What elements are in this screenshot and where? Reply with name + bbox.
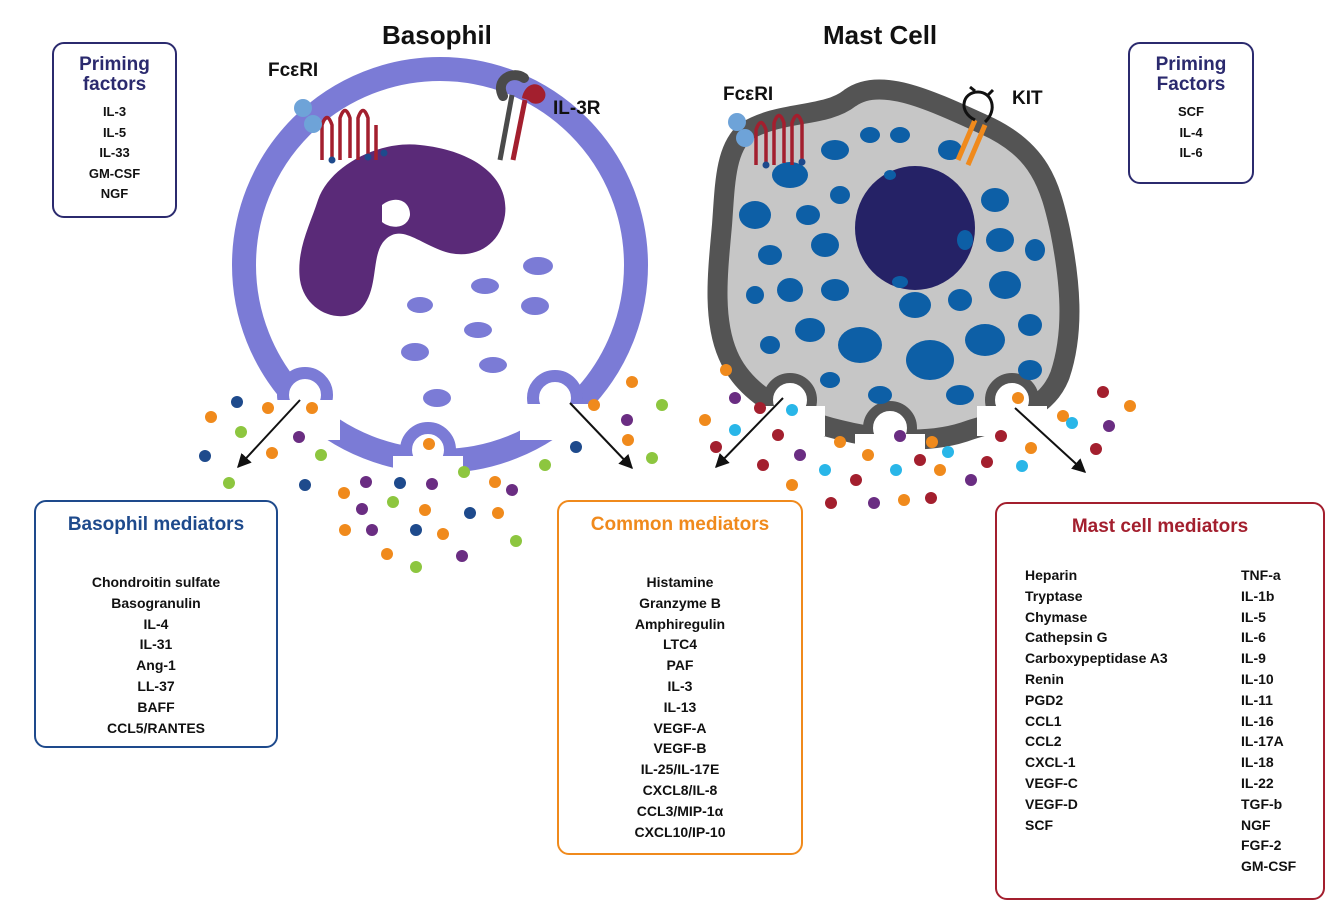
list-item: IL-4: [143, 615, 169, 632]
list-item: Chymase: [1025, 608, 1088, 625]
list-item: IL-18: [1241, 754, 1274, 771]
list-item: Cathepsin G: [1025, 629, 1108, 646]
list-item: VEGF-D: [1025, 795, 1078, 812]
list-item: Ang-1: [136, 657, 176, 674]
list-item: IL-6: [1179, 145, 1203, 160]
mast-fceri-label: FcεRI: [723, 84, 774, 105]
list-item: IL-5: [102, 124, 127, 140]
mast-cell-mediators-title: Mast cell mediators: [1071, 516, 1249, 537]
mast-nucleus: [855, 166, 975, 290]
priming-list-right: SCF IL-4 IL-6: [1130, 102, 1252, 164]
list-item: IL-16: [1241, 712, 1274, 729]
list-item: CXCL-1: [1025, 754, 1076, 771]
list-item: Granzyme B: [639, 594, 721, 611]
list-item: IL-10: [1241, 670, 1274, 687]
basophil-mediators-title: Basophil mediators: [67, 514, 245, 535]
basophil-fceri-label: FcεRI: [268, 60, 319, 81]
list-item: IL-31: [139, 636, 173, 653]
list-item: IL-4: [1179, 124, 1203, 140]
list-item: IL-22: [1241, 774, 1274, 791]
list-item: IL-9: [1241, 650, 1266, 667]
mast-cell: [707, 79, 1080, 464]
list-item: IL-3: [102, 104, 127, 119]
mast-cell-mediators-box: Mast cell mediators Heparin Tryptase Chy…: [995, 502, 1325, 900]
list-item: Renin: [1025, 670, 1064, 687]
list-item: BAFF: [137, 698, 175, 715]
common-mediators-box: Common mediators Histamine Granzyme B Am…: [557, 500, 803, 855]
priming-title-left-line2: factors: [82, 74, 147, 95]
basophil-title: Basophil: [382, 20, 492, 50]
list-item: GM-CSF: [88, 165, 141, 181]
list-item: IL-11: [1241, 691, 1273, 708]
list-item: NGF: [1241, 816, 1271, 833]
priming-list-left: IL-3 IL-5 IL-33 GM-CSF NGF: [54, 102, 175, 205]
list-item: CXCL8/IL-8: [642, 781, 718, 798]
list-item: PAF: [666, 657, 694, 674]
release-arrows: [237, 397, 1087, 473]
priming-title-right-line2: Factors: [1156, 74, 1226, 95]
list-item: Histamine: [646, 574, 714, 590]
list-item: Tryptase: [1025, 587, 1083, 604]
mast-cell-title: Mast Cell: [823, 20, 938, 50]
basophil-nucleus: [299, 144, 506, 317]
basophil-fceri-receptor: [294, 99, 388, 164]
list-item: Heparin: [1025, 567, 1078, 583]
list-item: IL-25/IL-17E: [640, 761, 720, 778]
list-item: CCL2: [1025, 733, 1062, 750]
list-item: LL-37: [137, 677, 175, 694]
list-item: VEGF-B: [653, 740, 707, 757]
list-item: CXCL10/IP-10: [634, 823, 726, 840]
kit-receptor: [955, 85, 995, 166]
list-item: TNF-a: [1241, 567, 1281, 583]
list-item: IL-1b: [1241, 587, 1275, 604]
list-item: Carboxypeptidase A3: [1025, 650, 1168, 667]
list-item: SCF: [1025, 816, 1053, 833]
mast-granules: [739, 127, 1045, 405]
list-item: VEGF-A: [653, 719, 707, 736]
mediator-dots-basophil: [199, 376, 668, 573]
basophil-mediators-list: Chondroitin sulfate Basogranulin IL-4 IL…: [36, 572, 276, 738]
priming-title-right-line1: Priming: [1155, 54, 1227, 75]
list-item: NGF: [100, 186, 129, 201]
list-item: IL-3: [667, 677, 693, 694]
list-item: Chondroitin sulfate: [91, 574, 221, 590]
list-item: IL-5: [1241, 608, 1266, 625]
list-item: PGD2: [1025, 691, 1064, 708]
list-item: Basogranulin: [111, 594, 201, 611]
list-item: LTC4: [663, 636, 697, 653]
basophil-cell: [232, 57, 648, 486]
list-item: CCL3/MIP-1α: [636, 802, 724, 819]
common-mediators-list: Histamine Granzyme B Amphiregulin LTC4 P…: [559, 572, 801, 842]
list-item: IL-13: [663, 698, 697, 715]
list-item: Amphiregulin: [634, 615, 726, 632]
mast-mediators-column-2: TNF-a IL-1b IL-5 IL-6 IL-9 IL-10 IL-11 I…: [1241, 565, 1296, 877]
list-item: CCL1: [1025, 712, 1062, 729]
basophil-granules: [401, 257, 553, 407]
list-item: GM-CSF: [1241, 858, 1297, 875]
list-item: IL-17A: [1241, 733, 1284, 750]
basophil-mediators-box: Basophil mediators Chondroitin sulfate B…: [34, 500, 278, 748]
mediator-dots-mast: [699, 364, 1136, 509]
priming-factors-box-right: Priming Factors SCF IL-4 IL-6: [1128, 42, 1254, 184]
list-item: IL-6: [1241, 629, 1266, 646]
list-item: CCL5/RANTES: [106, 719, 205, 736]
il3r-receptor: [496, 70, 546, 161]
priming-title-left-line1: Priming: [79, 54, 150, 75]
list-item: SCF: [1178, 104, 1204, 119]
list-item: FGF-2: [1241, 837, 1282, 854]
priming-factors-box-left: Priming factors IL-3 IL-5 IL-33 GM-CSF N…: [52, 42, 177, 218]
list-item: VEGF-C: [1025, 774, 1078, 791]
mast-mediators-column-1: Heparin Tryptase Chymase Cathepsin G Car…: [1025, 565, 1168, 835]
kit-label: KIT: [1012, 88, 1043, 109]
il3r-label: IL-3R: [553, 98, 601, 119]
list-item: TGF-b: [1241, 795, 1283, 812]
list-item: IL-33: [99, 145, 130, 160]
common-mediators-title: Common mediators: [590, 514, 770, 535]
mast-fceri-receptor: [728, 113, 806, 169]
